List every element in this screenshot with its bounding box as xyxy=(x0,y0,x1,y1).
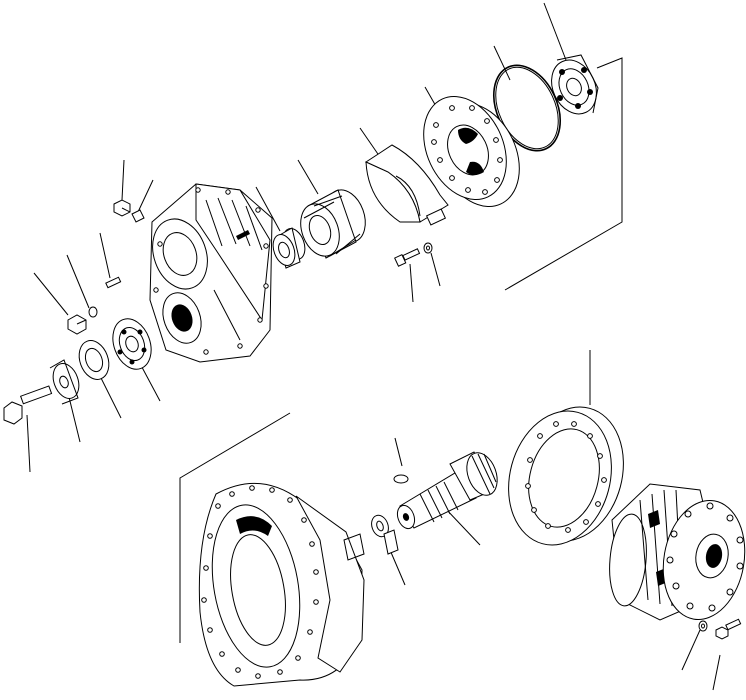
washer-bottom xyxy=(371,514,399,555)
bearing-top-right xyxy=(551,54,599,115)
differential-case xyxy=(609,483,746,621)
bolt-long xyxy=(3,385,53,425)
washer-thick xyxy=(49,359,80,405)
bearing-cone xyxy=(272,227,306,269)
bearing-left xyxy=(112,318,152,370)
retainer-plate xyxy=(423,95,520,208)
plug xyxy=(67,314,87,335)
washer-bottom-right xyxy=(698,620,708,632)
group-frame-top xyxy=(504,57,623,291)
roller-bearing xyxy=(300,189,366,259)
clip xyxy=(131,209,145,223)
bolt-small-top xyxy=(394,248,421,267)
group-frame-bottom xyxy=(179,412,291,643)
cover-half xyxy=(364,144,449,226)
pinion-shaft xyxy=(396,451,498,530)
key xyxy=(393,474,409,484)
washer-small-top xyxy=(423,242,433,254)
ring-gear xyxy=(508,406,624,546)
bolt-bottom-right xyxy=(715,618,742,640)
dowel-pin xyxy=(105,276,122,289)
housing-bottom xyxy=(198,482,365,687)
cap-screw-top xyxy=(113,199,131,217)
leader-lines xyxy=(26,2,721,691)
nut xyxy=(78,340,110,380)
case xyxy=(149,183,273,363)
small-ball xyxy=(88,306,98,318)
